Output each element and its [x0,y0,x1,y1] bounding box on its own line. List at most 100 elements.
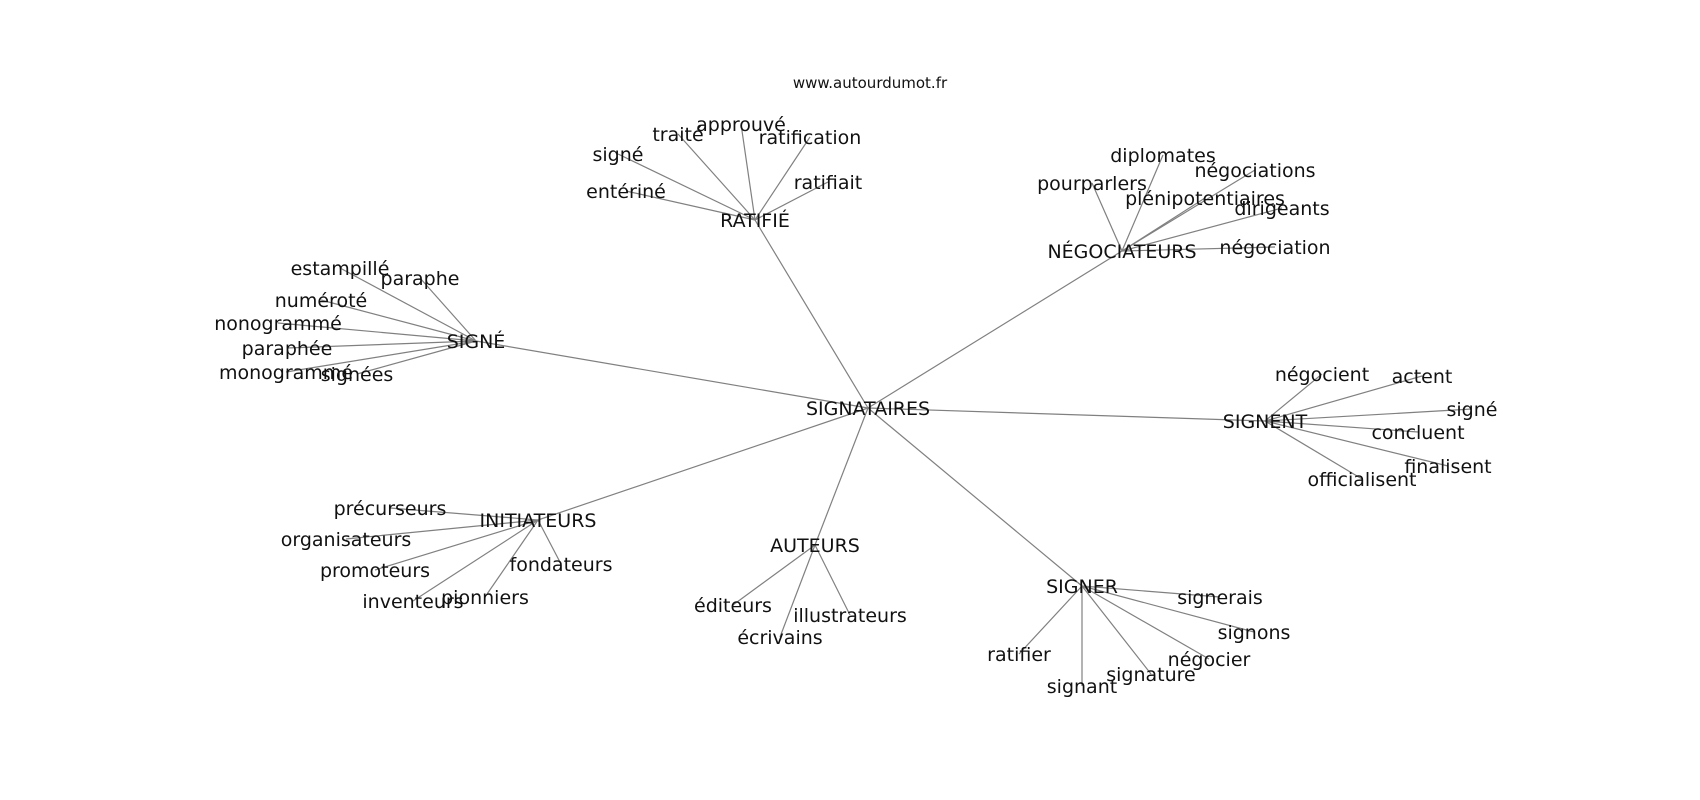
leaf-node-actent: actent [1392,366,1453,388]
edge-signent-officialisent [1264,420,1363,480]
leaf-node-pionniers: pionniers [441,587,529,609]
edge-signer-negocier [1081,585,1210,660]
leaf-node-negociations: négociations [1194,160,1315,182]
edge-signe-signees [356,340,477,375]
edge-auteurs-ecrivains [779,544,816,638]
leaf-node-paraphee: paraphée [242,338,333,360]
leaf-node-monogramme: monogrammé [219,362,353,384]
leaf-node-concluent: concluent [1371,422,1464,444]
leaf-node-signant: signant [1047,676,1117,698]
edge-negociateurs-plenipotentiaires [1121,197,1206,252]
hub-group-signer: SIGNER signerais signons négociersignatures… [987,576,1290,698]
hub-node-auteurs: AUTEURS [770,535,860,557]
edge-negociateurs-negociation [1121,246,1276,252]
hub-node-signe: SIGNÉ [447,330,506,353]
edge-signe-paraphe [419,277,477,342]
leaf-node-editeurs: éditeurs [694,595,772,617]
edge-ratifie-ratifiait [754,181,829,221]
edge-signent-actent [1264,375,1423,422]
edge-auteurs-illustrateurs [814,544,851,616]
edge-signe-paraphee [286,340,477,349]
leaf-node-enterine: entériné [586,181,666,203]
edge-initiateurs-organisateurs [345,519,539,540]
hub-node-negociateurs: NÉGOCIATEURS [1047,240,1196,263]
graph-edges [277,123,1473,686]
leaf-node-plenipotentiaires: plénipotentiaires [1125,188,1285,210]
leaf-node-traite: traité [652,124,703,146]
leaf-node-ecrivains: écrivains [737,627,822,649]
edge-signe-numerote [320,299,477,342]
leaf-node-signees: signées [321,364,394,386]
leaf-node-numerote: numéroté [275,290,367,312]
edge-ratifie-enterine [625,190,756,221]
leaf-node-paraphe: paraphe [381,268,460,290]
edge-ratifie-signe [617,153,756,221]
leaf-node-precurseurs: précurseurs [334,498,447,520]
edge-signer-signons [1081,585,1255,633]
leaf-node-finalisent: finalisent [1404,456,1491,478]
leaf-node-estampille: estampillé [291,258,390,280]
edge-initiateurs-precurseurs [389,507,539,521]
edge-initiateurs-inventeurs [412,519,539,602]
edge-signent-finalisent [1264,420,1449,467]
leaf-node-dirigeants: dirigeants [1234,198,1329,220]
edge-ratifie-traite [677,133,756,221]
leaf-node-signature: signature [1106,664,1196,686]
leaf-node-negociation: négociation [1219,237,1330,259]
leaf-node-illustrateurs: illustrateurs [793,605,907,627]
graph-nodes: SIGNATAIRESRATIFIÉsignétraitéapprouvérat… [214,114,1497,698]
leaf-node-fondateurs: fondateurs [510,554,613,576]
leaf-node-officialisent: officialisent [1308,469,1417,491]
edge-ratifie-approuve [740,123,756,221]
edge-initiateurs-promoteurs [374,519,539,571]
leaf-node-negocient: négocient [1275,364,1369,386]
edge-negociateurs-diplomates [1121,154,1164,252]
edge-signent-concluent [1264,420,1419,433]
leaf-node-signerais: signerais [1177,587,1263,609]
center-node: SIGNATAIRES [806,398,930,420]
hub-node-ratifie: RATIFIÉ [720,209,790,232]
edge-center-signent [867,407,1266,422]
leaf-node-signe: signé [593,144,644,166]
edge-initiateurs-pionniers [484,519,539,598]
edge-negociateurs-dirigeants [1121,207,1283,252]
leaf-node-approuve: approuvé [696,114,786,136]
edge-signent-negocient [1264,373,1323,422]
edge-signent-signe [1264,408,1473,422]
edge-center-ratifie [754,219,869,409]
edge-signer-signerais [1081,585,1221,598]
leaf-node-pourparlers: pourparlers [1037,173,1147,195]
hub-group-negociateurs: NÉGOCIATEURSpourparlersdiplomatesnégocia… [1037,145,1330,263]
edge-signe-monogramme [285,340,477,373]
edge-signe-estampille [339,267,477,342]
leaf-node-ratifiait: ratifiait [794,172,863,194]
leaf-node-ratifier: ratifier [987,644,1051,666]
edge-auteurs-editeurs [732,544,816,606]
hub-node-initiateurs: INITIATEURS [480,510,597,532]
edge-signer-signature [1081,585,1152,675]
edge-center-signer [867,407,1083,587]
hub-group-initiateurs: INITIATEURSprécurseursorganisateurspromo… [281,498,613,613]
edge-center-signe [475,340,869,409]
edge-signe-nonogramme [277,322,477,342]
leaf-node-negocier: négocier [1168,649,1251,671]
edge-initiateurs-fondateurs [537,519,562,565]
leaf-node-promoteurs: promoteurs [320,560,430,582]
edge-signer-ratifier [1018,585,1083,655]
leaf-node-nonogramme: nonogrammé [214,313,342,335]
leaf-node-ratification: ratification [759,127,862,149]
hub-node-signer: SIGNER [1046,576,1118,598]
leaf-node-signe: signé [1447,399,1498,421]
hub-node-signent: SIGNENT [1223,411,1308,433]
leaf-node-diplomates: diplomates [1110,145,1216,167]
edge-ratifie-ratification [754,136,811,221]
leaf-node-inventeurs: inventeurs [362,591,463,613]
edge-center-negociateurs [867,250,1123,409]
edge-center-initiateurs [537,407,869,521]
leaf-node-signons: signons [1218,622,1291,644]
